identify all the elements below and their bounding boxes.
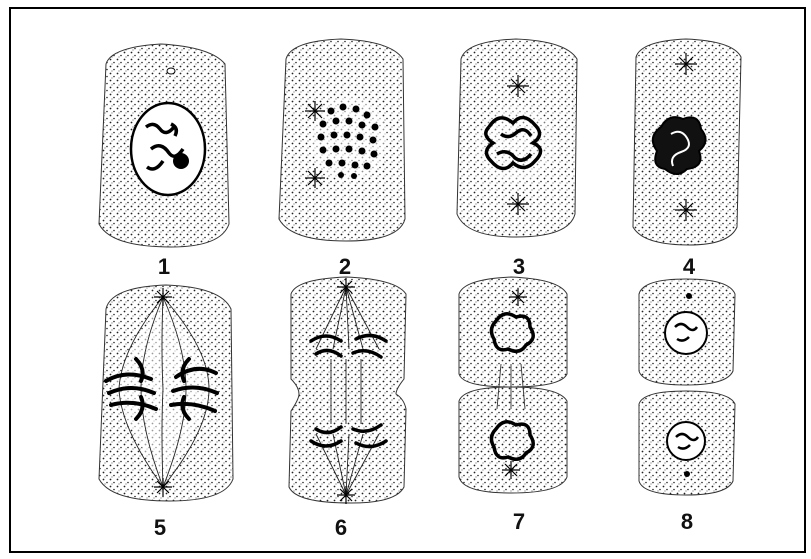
aster-top (305, 101, 325, 121)
cell-8 (639, 279, 735, 495)
cell-1 (99, 44, 229, 247)
cell-5 (99, 285, 233, 501)
panel-label: 6 (335, 515, 347, 540)
aster-bottom (305, 168, 325, 188)
panel-label: 3 (513, 254, 525, 279)
cell-6 (289, 277, 406, 504)
cell-4 (633, 39, 741, 245)
cell-2 (279, 39, 405, 241)
panel-label: 8 (681, 509, 693, 534)
cell-3 (457, 39, 577, 237)
panel-label: 4 (683, 254, 696, 279)
panel-label: 7 (513, 509, 525, 534)
mitosis-diagram: 1 2 3 4 5 6 7 8 (11, 9, 804, 551)
panel-label: 2 (339, 254, 351, 279)
panel-label: 5 (154, 515, 166, 540)
panel-label: 1 (158, 254, 170, 279)
cell-7 (459, 277, 567, 493)
figure-frame: 1 2 3 4 5 6 7 8 (9, 7, 806, 553)
